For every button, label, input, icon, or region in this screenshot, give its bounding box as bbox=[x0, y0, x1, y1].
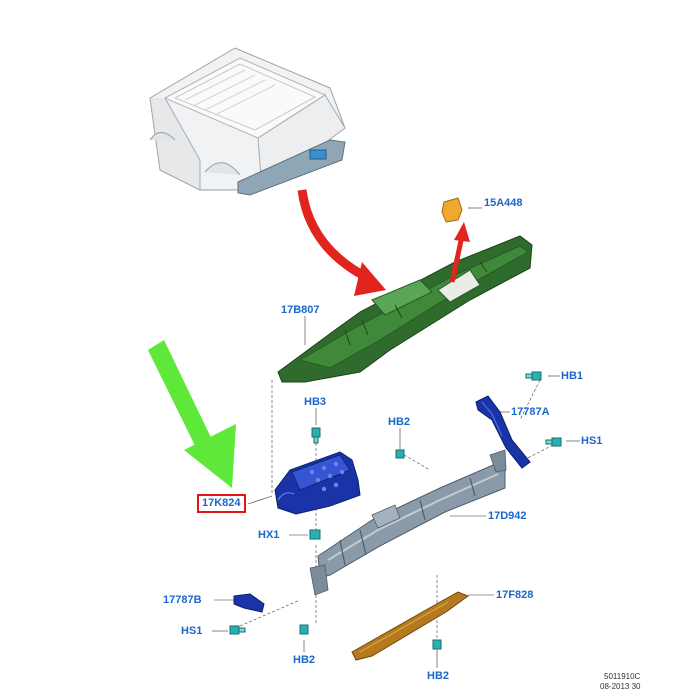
bracket-15a448[interactable] bbox=[441, 197, 463, 223]
leader-lines bbox=[212, 207, 580, 668]
assembly-lines bbox=[239, 379, 554, 640]
step-pad-17k824[interactable] bbox=[274, 451, 361, 515]
label-17787b[interactable]: 17787B bbox=[163, 594, 202, 606]
nut-hx1-icon[interactable] bbox=[309, 529, 321, 540]
truck-bed-illustration bbox=[149, 47, 346, 196]
diagram-date: 08-2013 30 bbox=[600, 682, 641, 691]
red-arrow-head bbox=[354, 262, 386, 296]
label-17f828[interactable]: 17F828 bbox=[496, 589, 534, 601]
bolt-hs1-left-icon[interactable] bbox=[229, 625, 246, 635]
label-hb3[interactable]: HB3 bbox=[304, 396, 327, 408]
label-hs1-right[interactable]: HS1 bbox=[581, 435, 603, 447]
bolt-hb2-bottom-left-icon[interactable] bbox=[299, 624, 309, 635]
label-hb2-top[interactable]: HB2 bbox=[388, 416, 411, 428]
rear-bumper-17b807[interactable] bbox=[277, 235, 533, 383]
mounting-bracket-17d942[interactable] bbox=[309, 449, 507, 596]
label-17787a[interactable]: 17787A bbox=[511, 406, 550, 418]
label-hb1[interactable]: HB1 bbox=[561, 370, 584, 382]
label-hs1-left[interactable]: HS1 bbox=[181, 625, 203, 637]
label-17d942[interactable]: 17D942 bbox=[488, 510, 527, 522]
heat-shield-17f828[interactable] bbox=[351, 591, 470, 661]
bolt-hs1-right-icon[interactable] bbox=[545, 437, 562, 447]
bolt-hb2-top-icon[interactable] bbox=[395, 449, 405, 459]
label-hx1[interactable]: HX1 bbox=[258, 529, 280, 541]
bolt-hb1-icon[interactable] bbox=[525, 371, 542, 381]
red-indicator-arrow bbox=[297, 189, 374, 285]
bolt-hb2-bottom-right-icon[interactable] bbox=[432, 639, 442, 650]
label-17k824-highlighted[interactable]: 17K824 bbox=[197, 494, 246, 513]
label-15a448[interactable]: 15A448 bbox=[484, 197, 523, 209]
support-arm-17787b[interactable] bbox=[233, 593, 265, 613]
label-hb2-bottom-left[interactable]: HB2 bbox=[293, 654, 316, 666]
fasteners bbox=[229, 371, 562, 650]
diagram-code: 5011910C bbox=[604, 672, 641, 681]
bolt-hb3-icon[interactable] bbox=[311, 427, 321, 444]
support-arm-17787a[interactable] bbox=[475, 395, 531, 469]
green-indicator-arrow bbox=[148, 340, 236, 488]
label-17b807[interactable]: 17B807 bbox=[281, 304, 320, 316]
label-hb2-bottom-right[interactable]: HB2 bbox=[427, 670, 450, 682]
red-small-arrow-head bbox=[454, 222, 470, 242]
